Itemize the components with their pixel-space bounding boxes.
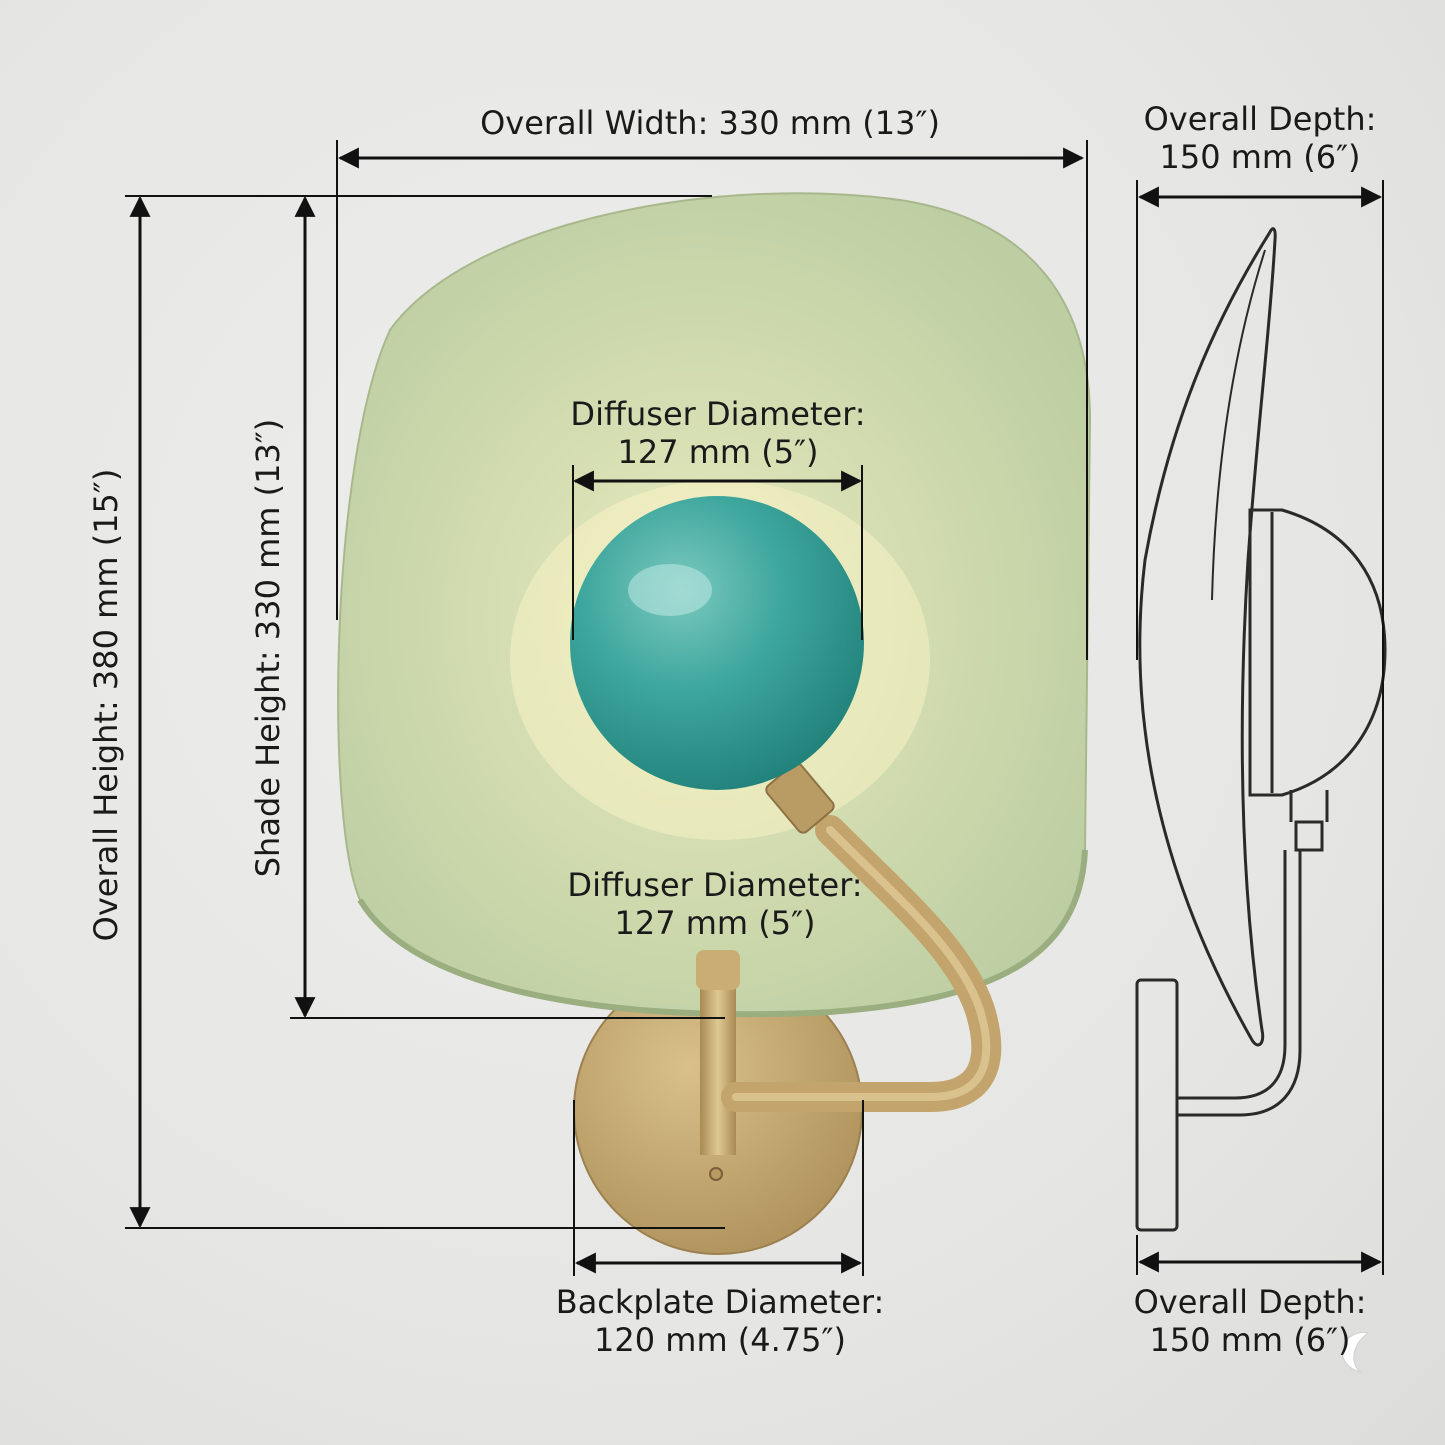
moon-icon: [1341, 1331, 1370, 1374]
backplate-label-1: Backplate Diameter:: [555, 1283, 885, 1321]
overall-width-label: Overall Width: 330 mm (13″): [480, 104, 940, 142]
diffuser-top-label-2: 127 mm (5″): [617, 433, 819, 471]
diffuser-ball: [570, 496, 864, 790]
side-profile: [1135, 227, 1387, 1232]
backplate-label-2: 120 mm (4.75″): [594, 1321, 846, 1359]
backplate-screw: [709, 1167, 723, 1181]
diffuser-top-label-1: Diffuser Diameter:: [570, 395, 866, 433]
overall-height-label: Overall Height: 380 mm (15″): [87, 468, 125, 942]
overall-depth-top-label-1: Overall Depth:: [1143, 100, 1377, 138]
overall-depth-bottom-label-2: 150 mm (6″): [1149, 1321, 1351, 1359]
diffuser-mid-label-2: 127 mm (5″): [614, 904, 816, 942]
shade-rim: [357, 849, 1088, 1018]
vertical-stem: [700, 960, 736, 1155]
overall-depth-bottom-label-1: Overall Depth:: [1133, 1283, 1367, 1321]
diffuser-mid-label-1: Diffuser Diameter:: [567, 866, 863, 904]
shade-height-label: Shade Height: 330 mm (13″): [249, 418, 287, 878]
overall-depth-top-label-2: 150 mm (6″): [1159, 138, 1361, 176]
stem-cap: [696, 950, 740, 990]
